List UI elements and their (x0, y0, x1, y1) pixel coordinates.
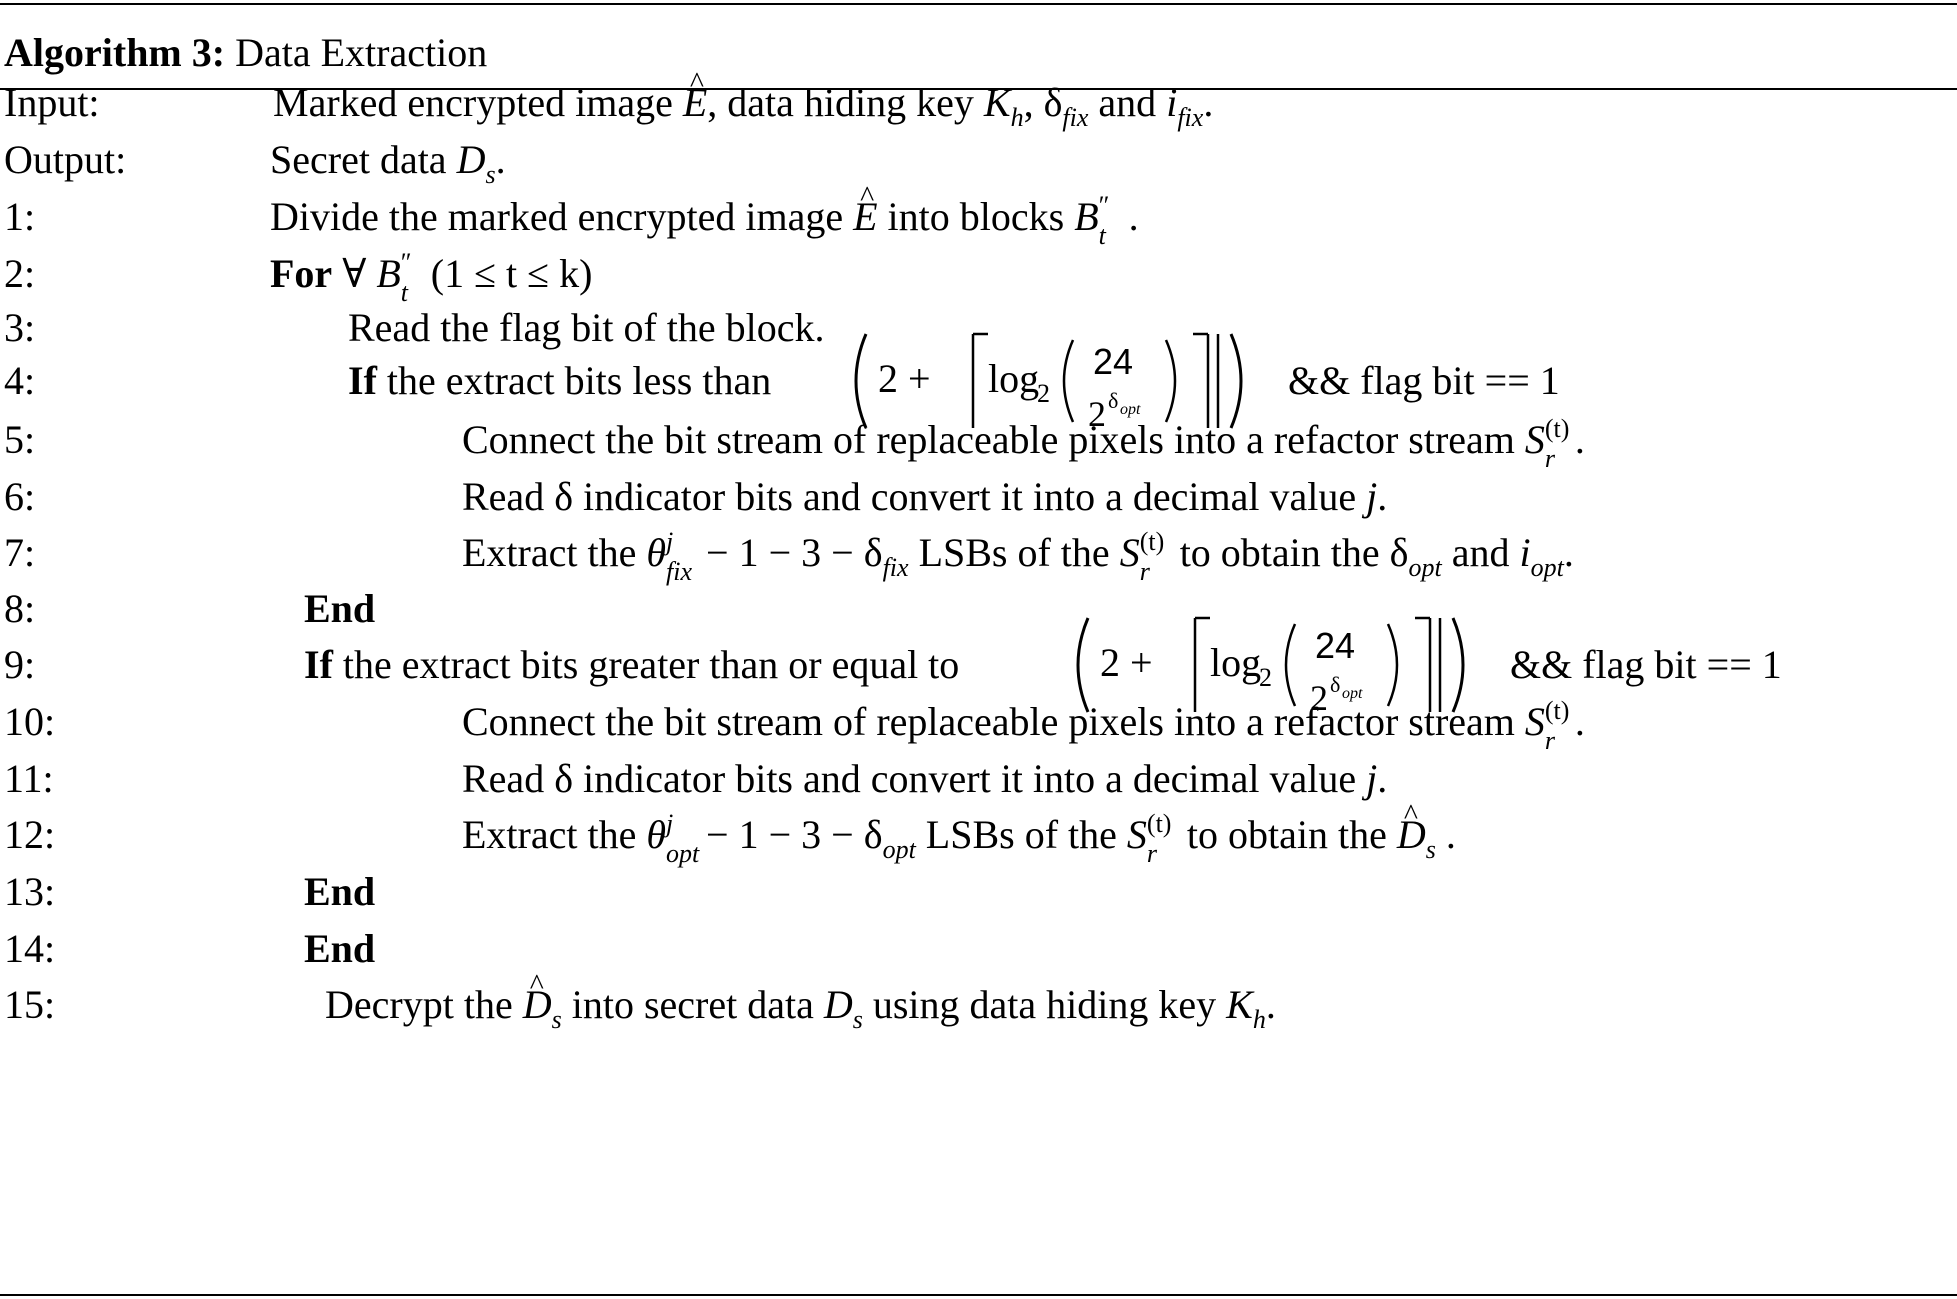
line-number: 10: (4, 699, 56, 744)
line-3: 3: Read the flag bit of the block. (0, 293, 1957, 363)
line-text: Secret data Ds. (270, 137, 506, 189)
line-text: Connect the bit stream of replaceable pi… (462, 413, 1585, 473)
algorithm-title: Algorithm 3: Data Extraction (4, 26, 487, 80)
line-text: Divide the marked encrypted image E into… (270, 162, 1139, 252)
log-ceiling-formula: 2 + log 2 24 2 δ opt (854, 332, 1243, 434)
line-text: Read δ indicator bits and convert it int… (462, 756, 1388, 801)
formula-log: log (1210, 640, 1261, 685)
formula-denominator-opt: opt (1342, 685, 1363, 702)
formula-denominator-delta: δ (1330, 672, 1340, 697)
line-number: 8: (4, 586, 36, 631)
line-text: Decrypt the Ds into secret data Ds using… (325, 950, 1276, 1040)
line-15: 15: Decrypt the Ds into secret data Ds u… (0, 950, 1957, 1040)
line-1: 1: Divide the marked encrypted image E i… (0, 162, 1957, 252)
line-number: 1: (4, 194, 36, 239)
formula-log-base: 2 (1037, 379, 1050, 408)
line-13: 13: End (0, 857, 1957, 927)
line-number: 3: (4, 305, 36, 350)
condition-tail: && flag bit == 1 (1288, 358, 1560, 403)
condition-tail: && flag bit == 1 (1510, 642, 1782, 687)
top-rule (0, 3, 1957, 5)
line-number: 6: (4, 474, 36, 519)
line-text: Read δ indicator bits and convert it int… (462, 474, 1388, 519)
line-output: Output: Secret data Ds. (0, 125, 1957, 195)
line-11: 11: Read δ indicator bits and convert it… (0, 744, 1957, 814)
line-2: 2: For ∀ B″t(1 ≤ t ≤ k) (0, 239, 1957, 309)
end-keyword: End (304, 586, 376, 631)
line-14: 14: End (0, 914, 1957, 984)
condition-expression: 2 + log 2 24 2 δ opt (848, 326, 1302, 436)
line-8: 8: End (0, 574, 1957, 644)
line-6: 6: Read δ indicator bits and convert it … (0, 462, 1957, 532)
line-5: 5: Connect the bit stream of replaceable… (0, 405, 1957, 475)
formula-two-plus: 2 + (1100, 640, 1153, 685)
line-text: If the extract bits greater than or equa… (304, 642, 960, 687)
condition-expression: 2 + log 2 24 2 δ opt (1070, 610, 1524, 720)
line-10: 10: Connect the bit stream of replaceabl… (0, 687, 1957, 757)
line-text: Connect the bit stream of replaceable pi… (462, 695, 1585, 755)
header-rule (0, 88, 1957, 90)
line-text: Read the flag bit of the block. (348, 305, 825, 350)
line-number: 4: (4, 358, 36, 403)
line-input: Input: Marked encrypted image E, data hi… (0, 48, 1957, 138)
formula-numerator: 24 (1093, 341, 1133, 382)
line-4: 4: If the extract bits less than 2 + log… (0, 332, 1957, 456)
end-keyword: End (304, 869, 376, 914)
line-number: Input: (4, 80, 100, 125)
formula-denominator-delta: δ (1108, 388, 1118, 413)
formula-numerator: 24 (1315, 625, 1355, 666)
line-number: 15: (4, 982, 56, 1027)
line-number: 11: (4, 756, 54, 801)
line-number: 7: (4, 530, 36, 575)
formula-denominator-base: 2 (1310, 678, 1328, 718)
line-9: 9: If the extract bits greater than or e… (0, 616, 1957, 740)
line-number: 2: (4, 251, 36, 296)
log-ceiling-formula: 2 + log 2 24 2 δ opt (1076, 616, 1465, 718)
line-number: 14: (4, 926, 56, 971)
formula-denominator-opt: opt (1120, 401, 1141, 418)
line-text: Marked encrypted image E, data hiding ke… (273, 48, 1213, 138)
algorithm-name: Data Extraction (235, 30, 488, 75)
end-keyword: End (304, 926, 376, 971)
line-number: Output: (4, 137, 127, 182)
formula-two-plus: 2 + (878, 356, 931, 401)
formula-log: log (988, 356, 1039, 401)
formula-denominator-base: 2 (1088, 394, 1106, 434)
line-text: If the extract bits less than (348, 358, 772, 403)
algorithm-label: Algorithm 3: (4, 30, 226, 75)
line-number: 13: (4, 869, 56, 914)
line-number: 9: (4, 642, 36, 687)
formula-log-base: 2 (1259, 663, 1272, 692)
line-text: For ∀ B″t(1 ≤ t ≤ k) (270, 247, 593, 307)
bottom-rule (0, 1294, 1957, 1296)
line-number: 5: (4, 417, 36, 462)
line-number: 12: (4, 812, 56, 857)
